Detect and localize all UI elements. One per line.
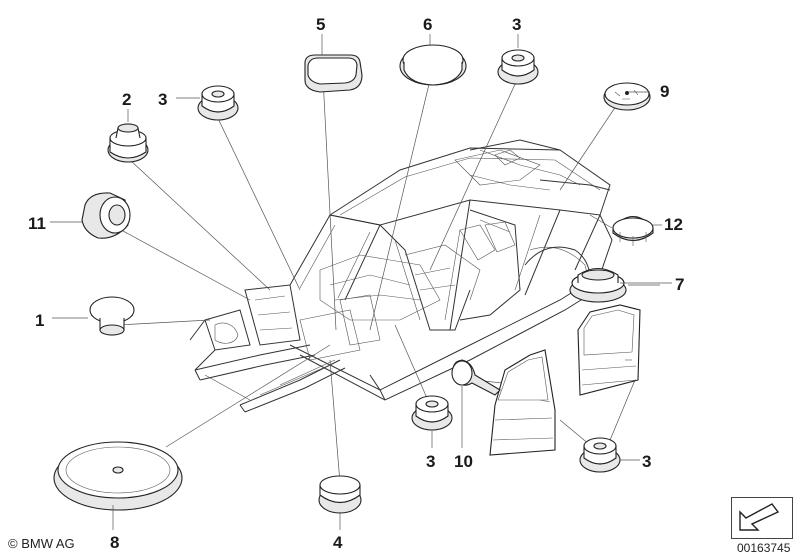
part-6-oval-grommet [569, 267, 627, 303]
car-body-shell [189, 139, 613, 413]
callout-labels: 5 6 3 2 3 9 11 12 1 7 3 10 3 8 4 [28, 15, 684, 552]
callout-10: 9 [660, 82, 669, 101]
callout-3: 3 [426, 452, 435, 471]
diagram-id: 00163745 [737, 541, 791, 555]
part-3-grommet-top [497, 49, 539, 85]
part-3-grommet-upper-left [197, 85, 239, 121]
part-12-dome-cap [612, 215, 654, 246]
part-5-large-plug [399, 44, 467, 86]
part-7-plug [318, 475, 362, 514]
arrow-down-left-icon [739, 503, 780, 531]
callout-3: 3 [512, 15, 521, 34]
callout-8: 8 [110, 533, 119, 552]
copyright-text: © BMW AG [8, 536, 75, 551]
part-1-plug [89, 296, 135, 336]
part-3-grommet-center-bottom [411, 395, 453, 431]
part-3-grommet-lower-right [579, 437, 621, 473]
callout-3: 3 [642, 452, 651, 471]
leader-lines [111, 57, 660, 484]
callout-6: 7 [675, 275, 684, 294]
callout-4: 5 [316, 15, 325, 34]
callout-11: 11 [28, 214, 46, 233]
callout-5: 6 [423, 15, 432, 34]
callout-9: 10 [454, 452, 473, 471]
callout-2: 2 [122, 90, 131, 109]
part-rear-door [577, 304, 641, 396]
part-4-rect-plug [304, 54, 363, 93]
part-10-disc-cap [603, 82, 651, 111]
part-9-door-plug [451, 359, 501, 396]
callout-stubs [50, 34, 672, 530]
callout-3: 3 [158, 90, 167, 109]
callout-7: 4 [333, 533, 343, 552]
part-front-door [489, 349, 556, 456]
callout-1: 1 [35, 311, 44, 330]
part-2-cup-plug [107, 123, 149, 163]
callout-12: 12 [664, 215, 683, 234]
part-8-large-disc [53, 441, 183, 511]
nav-arrow-button[interactable] [731, 497, 793, 539]
part-11-angled-plug [81, 192, 131, 239]
